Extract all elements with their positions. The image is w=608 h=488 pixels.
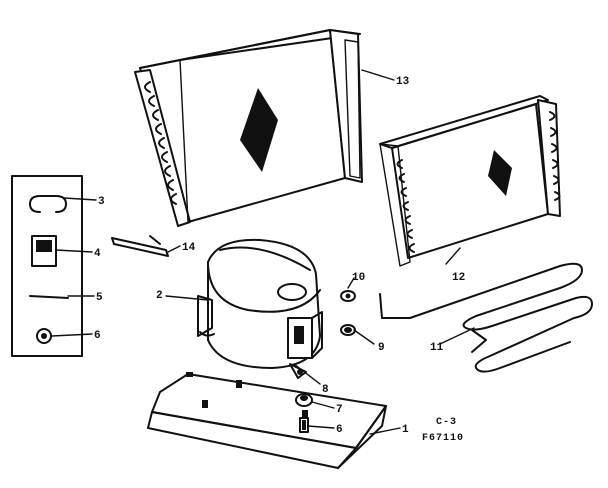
condenser-coil-large: [134, 29, 363, 227]
label-part-1: 1: [402, 424, 409, 436]
grommet-part-7: [295, 393, 313, 407]
label-part-6b: 6: [336, 424, 343, 436]
label-part-4: 4: [94, 248, 101, 260]
label-part-13: 13: [396, 76, 410, 88]
label-part-2: 2: [156, 290, 163, 302]
label-part-12: 12: [452, 272, 465, 284]
bracket-part-14: [111, 235, 169, 257]
rod-part-5: [29, 295, 69, 299]
grommet-part-6: [36, 328, 52, 344]
label-part-5: 5: [96, 292, 103, 304]
condenser-coil-large-bends: [144, 81, 177, 205]
evaporator-coil-small: [379, 95, 561, 267]
label-part-8: 8: [322, 384, 329, 396]
label-part-14: 14: [182, 242, 196, 254]
label-part-6: 6: [94, 330, 101, 342]
screw-part-8: [299, 417, 309, 433]
leader-lines: [51, 69, 475, 435]
part-labels: 13 3 4 5 6 2 14 10 9 7 6 8 1 11 12: [94, 76, 465, 436]
washer-part-10: [340, 290, 356, 302]
label-part-10: 10: [352, 272, 365, 284]
parts-panel: [11, 175, 83, 357]
drawing-codes: C-3 F67110: [422, 417, 464, 444]
label-part-9: 9: [378, 342, 385, 354]
label-part-3: 3: [98, 196, 105, 208]
tubing-part-11: [379, 262, 593, 373]
nut-part-9: [340, 324, 356, 336]
label-part-11: 11: [430, 342, 444, 354]
label-part-7: 7: [336, 404, 343, 416]
section-code: C-3: [436, 417, 457, 428]
block-part-4: [31, 235, 57, 267]
base-pan-part-1: [147, 372, 387, 469]
drawing-number: F67110: [422, 433, 464, 444]
clamp-part-3: [29, 195, 67, 213]
compressor-part-2: [197, 238, 323, 379]
